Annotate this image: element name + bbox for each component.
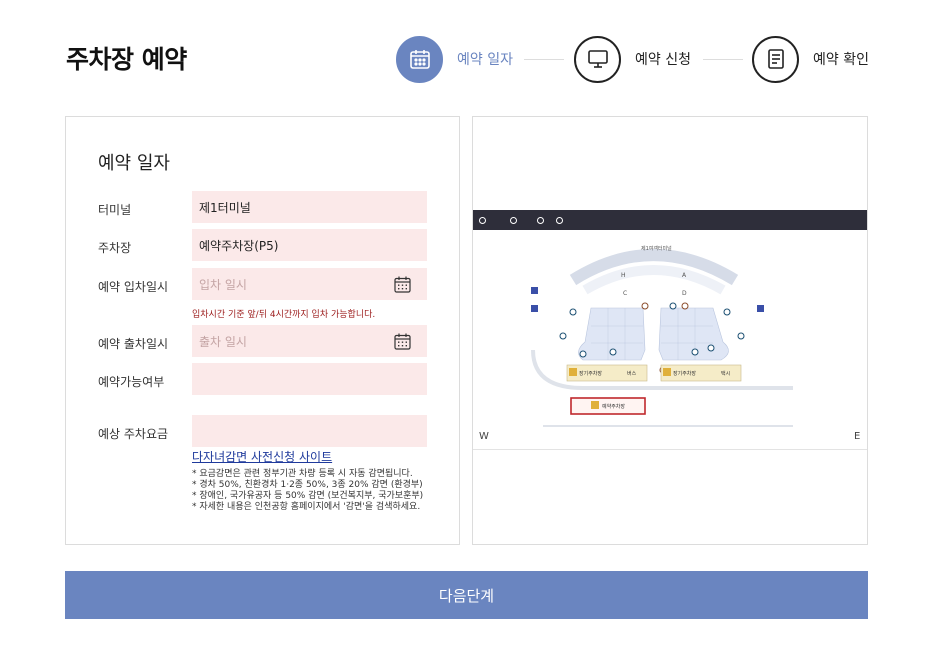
legend-icon xyxy=(510,216,517,224)
entry-hint-text: 입차시간 기준 앞/뒤 4시간까지 입차 가능합니다. xyxy=(192,310,376,320)
lot-label: 택시 xyxy=(721,370,730,377)
note-line: * 자세한 내용은 인천공항 홈페이지에서 '감면'을 검색하세요. xyxy=(192,502,421,512)
exit-datetime-placeholder: 출차 일시 xyxy=(199,334,247,349)
exit-datetime-input[interactable]: 출차 일시 xyxy=(192,325,427,357)
step-connector xyxy=(524,59,564,60)
entry-datetime-input[interactable]: 입차 일시 xyxy=(192,268,427,300)
zone-label: D xyxy=(682,290,687,297)
legend-icon xyxy=(556,216,563,224)
step-reservation-apply: 예약 신청 xyxy=(574,35,691,83)
zone-label: A xyxy=(682,272,687,279)
note-line: * 요금감면은 관련 정부기관 차량 등록 시 자동 감면됩니다. xyxy=(192,469,413,479)
terminal-label: 터미널 xyxy=(98,203,132,217)
step-label: 예약 신청 xyxy=(635,52,691,68)
compass-east: E xyxy=(854,431,861,442)
terminal-label: 제1여객터미널 xyxy=(641,245,672,252)
step-connector xyxy=(703,59,743,60)
step-reservation-confirm: 예약 확인 xyxy=(752,35,869,83)
note-line: * 장애인, 국가유공자 등 50% 감면 (보건복지부, 국가보훈부) xyxy=(192,491,424,501)
terminal-select[interactable]: 제1터미널 xyxy=(192,191,427,223)
airport-parking-map: 제1여객터미널 H A C D xyxy=(531,245,793,427)
long-term-lot xyxy=(660,364,742,382)
section-title: 예약 일자 xyxy=(98,153,170,174)
parking-label: 주차장 xyxy=(98,241,132,255)
availability-field xyxy=(192,363,427,395)
map-divider xyxy=(473,449,867,450)
calendar-icon[interactable] xyxy=(394,333,411,353)
p5-reservation-lot xyxy=(570,397,646,415)
fee-label: 예상 주차요금 xyxy=(98,427,169,441)
parking-map-panel: 제1여객터미널 H A C D xyxy=(472,116,868,545)
exit-datetime-label: 예약 출차일시 xyxy=(98,337,169,351)
compass-west: W xyxy=(479,431,489,442)
step-reservation-date: 예약 일자 xyxy=(396,35,513,83)
map-legend-bar xyxy=(473,210,867,230)
lot-label: 장기주차장 xyxy=(579,370,602,377)
zone-label: C xyxy=(623,290,627,297)
entry-datetime-label: 예약 입차일시 xyxy=(98,280,169,294)
discount-notes: * 요금감면은 관련 정부기관 차량 등록 시 자동 감면됩니다. * 경차 5… xyxy=(192,469,423,513)
fee-field xyxy=(192,415,427,447)
document-icon xyxy=(752,35,799,83)
lot-label: 버스 xyxy=(627,370,637,377)
step-label: 예약 확인 xyxy=(813,52,869,68)
legend-icon xyxy=(479,216,486,224)
calendar-icon[interactable] xyxy=(394,276,411,296)
availability-label: 예약가능여부 xyxy=(98,375,165,389)
next-step-button[interactable]: 다음단계 xyxy=(65,571,868,619)
long-term-lot xyxy=(566,364,648,382)
note-line: * 경차 50%, 친환경차 1·2종 50%, 3종 20% 감면 (환경부) xyxy=(192,480,423,490)
parking-zone-left xyxy=(578,307,646,361)
calendar-icon xyxy=(396,35,443,83)
parking-select[interactable]: 예약주차장(P5) xyxy=(192,229,427,261)
entry-datetime-placeholder: 입차 일시 xyxy=(199,277,247,292)
reservation-form-panel: 예약 일자 터미널 제1터미널 주차장 예약주차장(P5) 예약 입차일시 입차… xyxy=(65,116,460,545)
p5-label: 예약주차장 xyxy=(602,403,625,410)
page-title: 주차장 예약 xyxy=(66,45,187,74)
lot-label: 장기주차장 xyxy=(673,370,696,377)
monitor-icon xyxy=(574,35,621,83)
zone-label: H xyxy=(621,272,626,279)
discount-site-link[interactable]: 다자녀감면 사전신청 사이트 xyxy=(192,450,333,464)
legend-icon xyxy=(537,216,544,224)
step-label: 예약 일자 xyxy=(457,52,513,68)
